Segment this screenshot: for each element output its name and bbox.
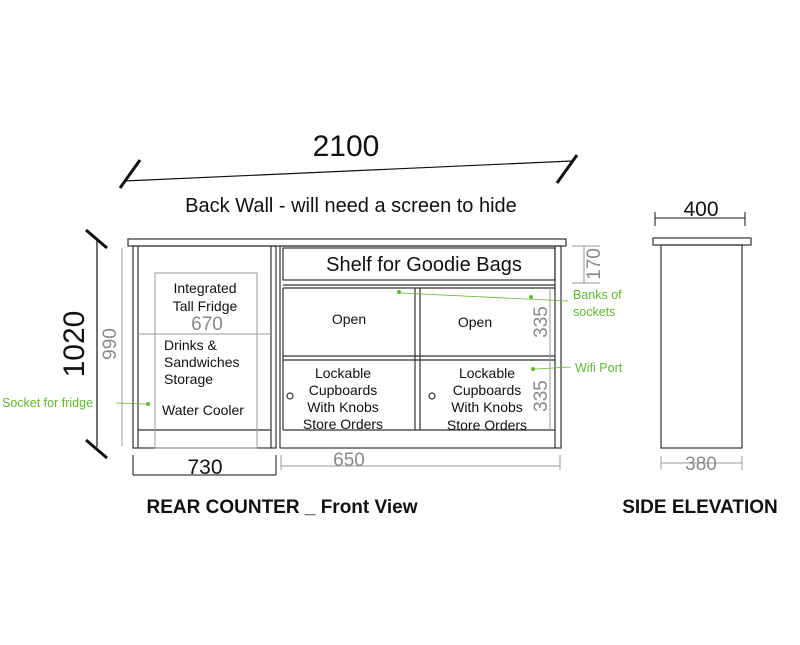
open-left-label: Open bbox=[332, 311, 366, 327]
counter-top bbox=[127, 238, 567, 247]
knob-left bbox=[286, 392, 294, 400]
upper-bay-height-text: 335 bbox=[531, 306, 552, 338]
sockets-label-1: Banks of bbox=[573, 288, 622, 302]
shelf-label: Shelf for Goodie Bags bbox=[326, 254, 522, 276]
side-base-width-text: 380 bbox=[685, 454, 717, 475]
fridge-label-2: Tall Fridge bbox=[173, 298, 238, 314]
overall-height-dimension: 1020 bbox=[58, 228, 108, 460]
overall-width-text: 2100 bbox=[313, 130, 380, 163]
cupboard-left-4: Store Orders bbox=[303, 416, 383, 432]
water-cooler-label: Water Cooler bbox=[162, 402, 244, 418]
right-gap-text: 650 bbox=[333, 450, 365, 471]
open-right-label: Open bbox=[458, 314, 492, 330]
cupboard-left-3: With Knobs bbox=[307, 399, 379, 415]
cupboard-right-1: Lockable bbox=[459, 365, 515, 381]
side-body bbox=[660, 244, 743, 449]
cupboard-right-2: Cupboards bbox=[453, 382, 522, 398]
inner-height-text: 990 bbox=[100, 328, 121, 360]
shelf-height-text: 170 bbox=[584, 248, 605, 280]
overall-width-dimension: 2100 bbox=[118, 130, 579, 189]
storage-label-2: Sandwiches bbox=[164, 354, 240, 370]
right-vertical-dimensions bbox=[549, 245, 600, 430]
front-view-cabinet bbox=[127, 238, 567, 449]
side-top bbox=[652, 237, 752, 246]
right-section bbox=[279, 245, 562, 449]
back-wall-label: Back Wall - will need a screen to hide bbox=[185, 195, 517, 217]
left-bay-width-text: 730 bbox=[187, 456, 222, 479]
overall-height-text: 1020 bbox=[58, 311, 91, 378]
storage-label-3: Storage bbox=[164, 371, 213, 387]
sockets-label-2: sockets bbox=[573, 305, 615, 319]
side-elevation-title: SIDE ELEVATION bbox=[622, 497, 778, 518]
cupboard-right-3: With Knobs bbox=[451, 399, 523, 415]
storage-label-1: Drinks & bbox=[164, 337, 218, 353]
cupboard-left-1: Lockable bbox=[315, 365, 371, 381]
bottom-dimensions bbox=[132, 455, 561, 476]
side-elevation bbox=[652, 212, 752, 470]
fridge-outline bbox=[154, 272, 258, 449]
cupboard-right-4: Store Orders bbox=[447, 417, 527, 433]
lower-bay-height-text: 335 bbox=[531, 380, 552, 412]
green-annotations bbox=[115, 290, 572, 406]
fridge-label-1: Integrated bbox=[173, 280, 236, 296]
fridge-socket-label: Socket for fridge bbox=[2, 396, 93, 410]
inner-height-dimension: 990 bbox=[100, 248, 123, 446]
goodie-shelf bbox=[282, 247, 556, 281]
cupboard-left-2: Cupboards bbox=[309, 382, 378, 398]
wifi-label: Wifi Port bbox=[575, 361, 623, 375]
front-view-title: REAR COUNTER _ Front View bbox=[147, 497, 418, 518]
side-top-width-text: 400 bbox=[683, 198, 718, 221]
knob-right bbox=[428, 392, 436, 400]
fridge-width-text: 670 bbox=[191, 314, 223, 335]
